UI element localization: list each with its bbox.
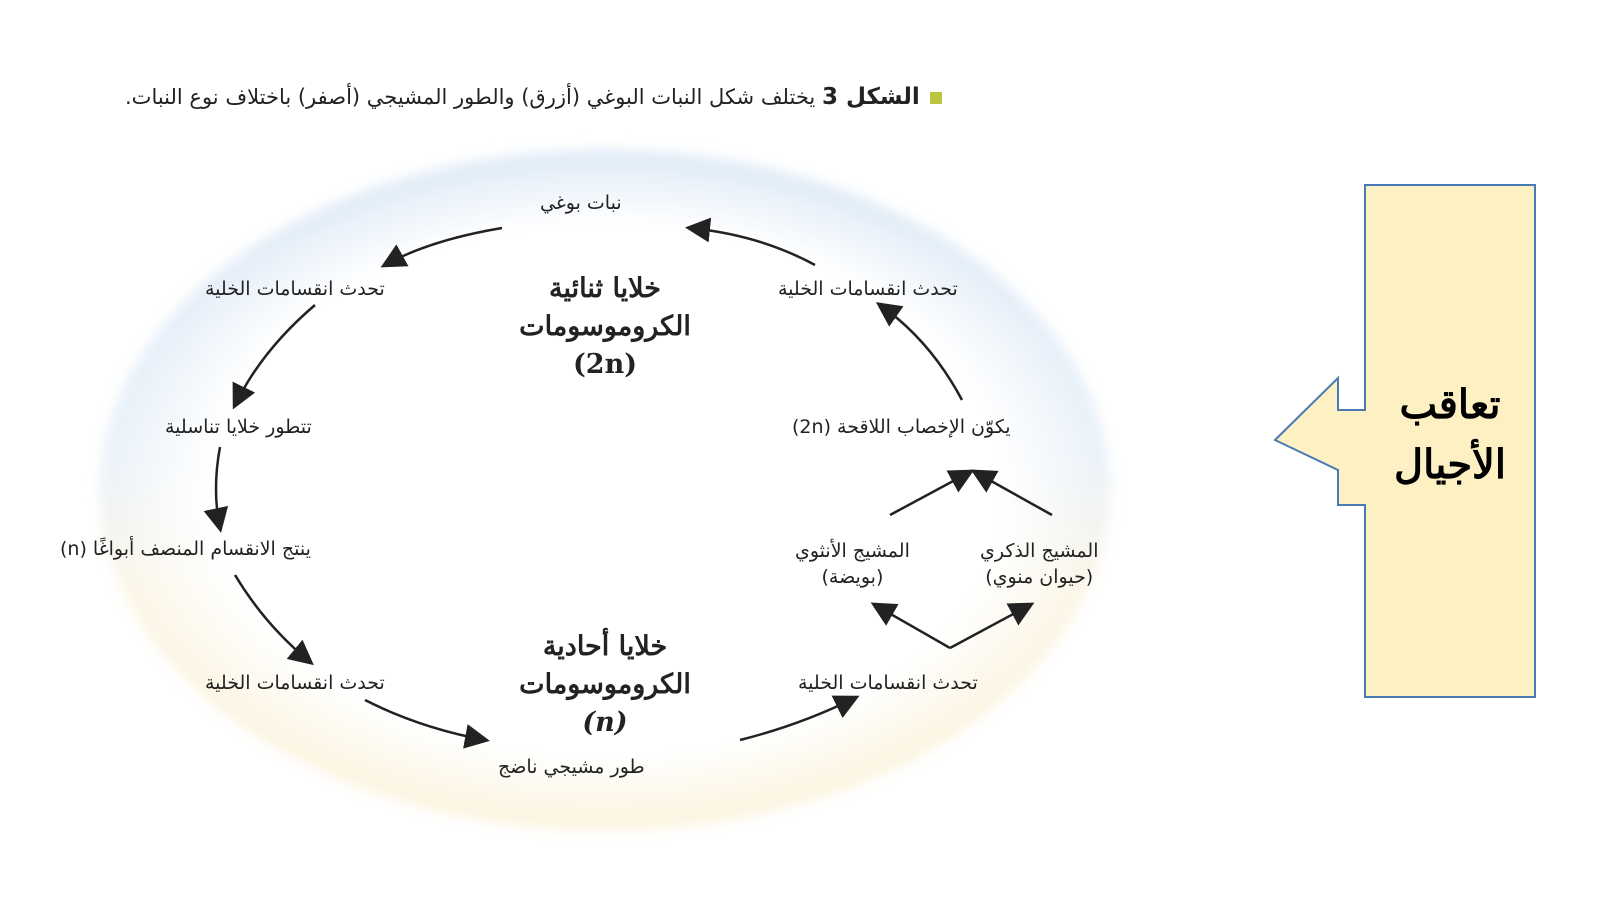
diploid-label: (2n) bbox=[573, 349, 637, 380]
arrow bbox=[233, 574, 314, 666]
figure-caption: الشكل 3 يختلف شكل النبات البوغي (أزرق) و… bbox=[125, 84, 942, 110]
arrow bbox=[870, 602, 951, 650]
haploid-title-text: خلايا أحادية الكروموسومات bbox=[519, 631, 691, 700]
meiosis-label: ينتج الانقسام المنصف أبواغًا (n) bbox=[60, 538, 311, 560]
diploid-cells-title: خلايا ثنائية الكروموسومات (2n) bbox=[480, 270, 730, 384]
mature-gametophyte-label: طور مشيجي ناضج bbox=[498, 756, 645, 778]
haploid-label: (n) bbox=[582, 707, 628, 738]
cell-division-label: تحدث انقسامات الخلية bbox=[205, 672, 385, 694]
diploid-title-text: خلايا ثنائية الكروموسومات bbox=[519, 273, 691, 342]
cell-division-label: تحدث انقسامات الخلية bbox=[778, 278, 958, 300]
male-gamete-text: المشيج الذكري bbox=[980, 540, 1099, 562]
fertilization-label: يكوّن الإخصاب اللاقحة (2n) bbox=[792, 416, 1011, 438]
arrow bbox=[685, 217, 816, 267]
arrow bbox=[380, 226, 503, 268]
cell-division-label: تحدث انقسامات الخلية bbox=[798, 672, 978, 694]
haploid-cells-title: خلايا أحادية الكروموسومات (n) bbox=[480, 628, 730, 742]
callout-line2: الأجيال bbox=[1394, 441, 1506, 488]
arrow bbox=[970, 469, 1053, 517]
figure-label: الشكل 3 bbox=[821, 84, 920, 110]
caption-text: يختلف شكل النبات البوغي (أزرق) والطور ال… bbox=[125, 85, 816, 109]
female-gamete-sub: (بويضة) bbox=[821, 566, 884, 588]
bullet-square-icon bbox=[929, 92, 942, 104]
female-gamete-text: المشيج الأنثوي bbox=[795, 540, 910, 562]
reproductive-cells-label: تتطور خلايا تناسلية bbox=[165, 416, 312, 438]
sporophyte-label: نبات بوغي bbox=[540, 192, 622, 214]
arrow bbox=[875, 302, 964, 401]
male-gamete-sub: (حيوان منوي) bbox=[985, 566, 1094, 588]
cell-division-label: تحدث انقسامات الخلية bbox=[205, 278, 385, 300]
arrow bbox=[889, 469, 975, 517]
lifecycle-background bbox=[100, 150, 1110, 830]
arrow bbox=[364, 698, 490, 749]
arrow bbox=[739, 695, 860, 742]
male-gamete-label: المشيج الذكري (حيوان منوي) bbox=[980, 538, 1098, 590]
arrow bbox=[203, 446, 229, 533]
alternation-of-generations-callout: تعاقب الأجيال bbox=[1375, 375, 1525, 495]
arrow bbox=[949, 602, 1035, 650]
callout-line1: تعاقب bbox=[1399, 381, 1501, 428]
arrow bbox=[232, 304, 316, 410]
female-gamete-label: المشيج الأنثوي (بويضة) bbox=[795, 538, 910, 590]
